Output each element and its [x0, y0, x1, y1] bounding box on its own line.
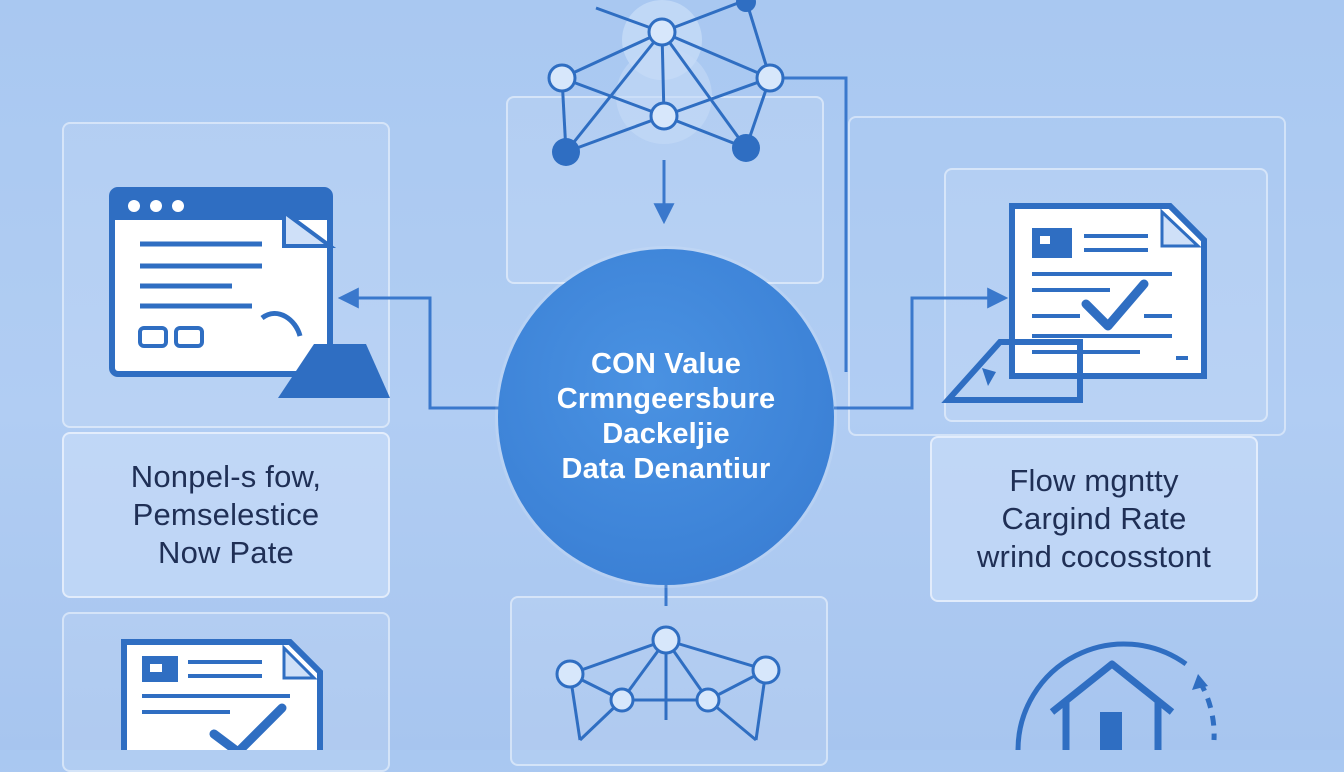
hub-line-1: CON Value: [590, 348, 742, 380]
right-outer-panel: [848, 116, 1286, 436]
right-caption-line-3: wrind cocosstont: [976, 539, 1212, 574]
arrow-hub-to-left: [337, 287, 500, 410]
right-caption-box: Flow mgntty Cargind Rate wrind cocosston…: [930, 436, 1258, 602]
document-checkmark-icon: [121, 639, 323, 750]
hub-line-4: Data Denantiur: [561, 453, 771, 485]
home-cycle-icon: [1015, 641, 1217, 750]
connector-top-right: [780, 76, 848, 372]
browser-document-edit-icon: [109, 187, 390, 398]
network-graph-icon: [547, 0, 785, 166]
left-caption-line-3: Now Pate: [158, 535, 294, 570]
hub-line-2: Crmngeersbure: [556, 383, 776, 415]
left-caption-line-2: Pemselestice: [132, 497, 320, 532]
document-checkmark-icon: [941, 203, 1207, 403]
right-caption-line-2: Cargind Rate: [1001, 501, 1187, 536]
right-caption-line-1: Flow mgntty: [1009, 463, 1179, 498]
network-graph-icon: [555, 625, 781, 742]
hub-line-3: Dackeljie: [602, 418, 730, 450]
arrow-hub-to-right: [834, 287, 1009, 410]
left-caption-line-1: Nonpel-s fow,: [130, 459, 322, 494]
connectors: [337, 76, 1009, 606]
diagram-graphics: [109, 0, 1217, 750]
left-caption-box: Nonpel-s fow, Pemselestice Now Pate: [62, 432, 390, 598]
central-hub: CON Value Crmngeersbure Dackeljie Data D…: [498, 249, 834, 585]
workflow-diagram: Nonpel-s fow, Pemselestice Now Pate Flow…: [62, 0, 1286, 772]
